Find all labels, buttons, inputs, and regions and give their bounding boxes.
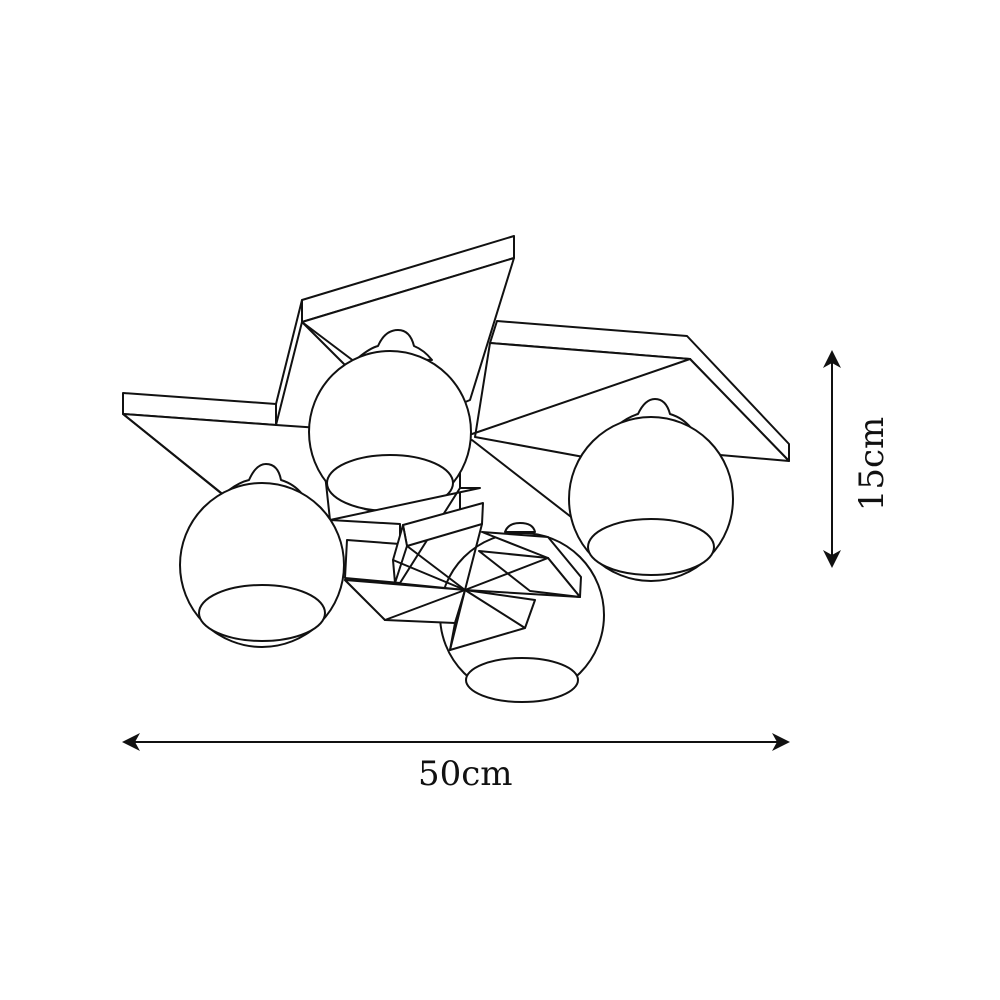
globe-left bbox=[179, 463, 345, 648]
width-dimension-line bbox=[122, 733, 790, 751]
arrow-up-icon bbox=[823, 350, 841, 368]
arrow-down-icon bbox=[823, 550, 841, 568]
center-pinwheel-cap bbox=[344, 502, 582, 651]
arrow-left-icon bbox=[122, 733, 140, 751]
height-dimension-label: 15cm bbox=[852, 416, 892, 512]
height-dimension-line bbox=[823, 350, 841, 568]
globe-right bbox=[568, 398, 734, 582]
arrow-right-icon bbox=[772, 733, 790, 751]
globe-bottom-center-cap-icon bbox=[504, 522, 536, 533]
base-arm-top-side bbox=[275, 299, 303, 426]
width-dimension-label: 50cm bbox=[418, 754, 513, 794]
